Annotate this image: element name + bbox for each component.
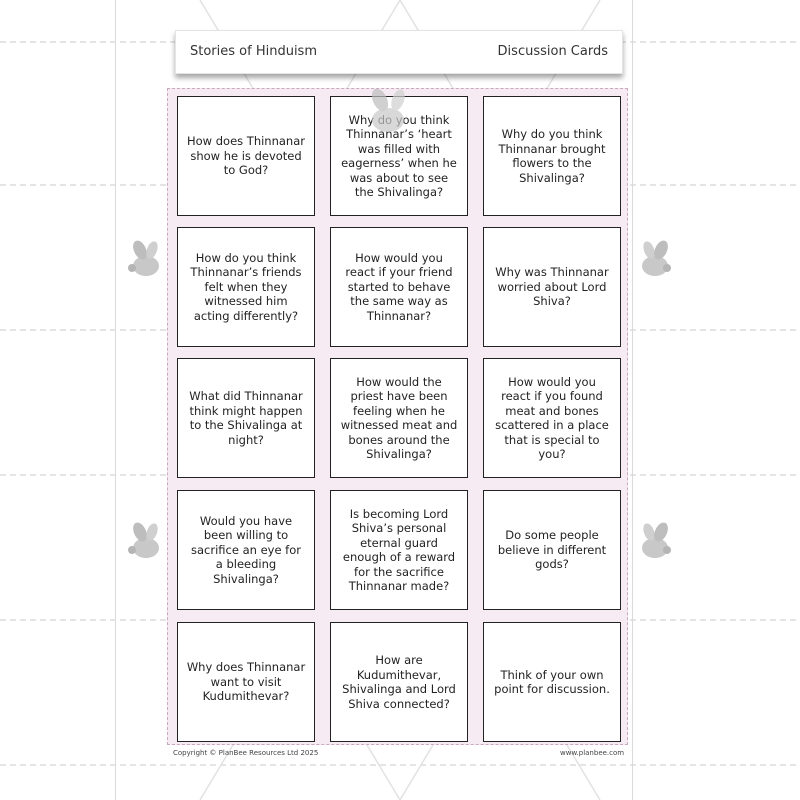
card-question: Why do you think Thinnanar brought flowe… [498, 127, 606, 185]
discussion-card: Why does Thinnanar want to visit Kudumit… [177, 622, 315, 742]
discussion-card: What did Thinnanar think might happen to… [177, 358, 315, 478]
card-question: How would you react if your friend start… [345, 250, 453, 323]
discussion-card: Would you have been willing to sacrifice… [177, 490, 315, 610]
card-question: How does Thinnanar show he is devoted to… [187, 134, 305, 178]
card-question: How would you react if you found meat an… [495, 374, 609, 462]
card-question: How are Kudumithevar, Shivalinga and Lor… [342, 653, 456, 711]
discussion-card: Why do you think Thinnanar brought flowe… [483, 96, 621, 216]
bee-icon [371, 88, 405, 132]
discussion-card: How would the priest have been feeling w… [330, 358, 468, 478]
worksheet-subtitle: Discussion Cards [497, 44, 608, 59]
discussion-card: How would you react if you found meat an… [483, 358, 621, 478]
worksheet-title: Stories of Hinduism [190, 44, 317, 59]
card-question: Is becoming Lord Shiva’s personal eterna… [342, 506, 456, 594]
bee-icon [128, 240, 159, 276]
bee-icon [128, 522, 159, 558]
discussion-card: How would you react if your friend start… [330, 227, 468, 347]
discussion-card: Why was Thinnanar worried about Lord Shi… [483, 227, 621, 347]
discussion-card: Think of your own point for discussion. [483, 622, 621, 742]
bee-icon [642, 240, 671, 276]
card-question: Why was Thinnanar worried about Lord Shi… [495, 265, 609, 309]
discussion-card: Why do you think Thinnanar’s ‘heart was … [330, 96, 468, 216]
discussion-card: How are Kudumithevar, Shivalinga and Lor… [330, 622, 468, 742]
website-link: www.planbee.com [560, 749, 625, 757]
discussion-card: Is becoming Lord Shiva’s personal eterna… [330, 490, 468, 610]
bee-icon [642, 522, 671, 558]
card-question: How do you think Thinnanar’s friends fel… [190, 250, 302, 323]
card-question: Do some people believe in different gods… [497, 528, 607, 572]
card-question: Why does Thinnanar want to visit Kudumit… [186, 660, 306, 704]
copyright-text: Copyright © PlanBee Resources Ltd 2025 [173, 749, 319, 757]
worksheet-header: Stories of Hinduism Discussion Cards [175, 30, 623, 74]
discussion-card: How does Thinnanar show he is devoted to… [177, 96, 315, 216]
card-question: Think of your own point for discussion. [494, 667, 610, 697]
discussion-card: Do some people believe in different gods… [483, 490, 621, 610]
discussion-card: How do you think Thinnanar’s friends fel… [177, 227, 315, 347]
card-question: How would the priest have been feeling w… [340, 374, 458, 462]
card-question: Would you have been willing to sacrifice… [191, 513, 301, 586]
card-question: What did Thinnanar think might happen to… [189, 389, 303, 447]
